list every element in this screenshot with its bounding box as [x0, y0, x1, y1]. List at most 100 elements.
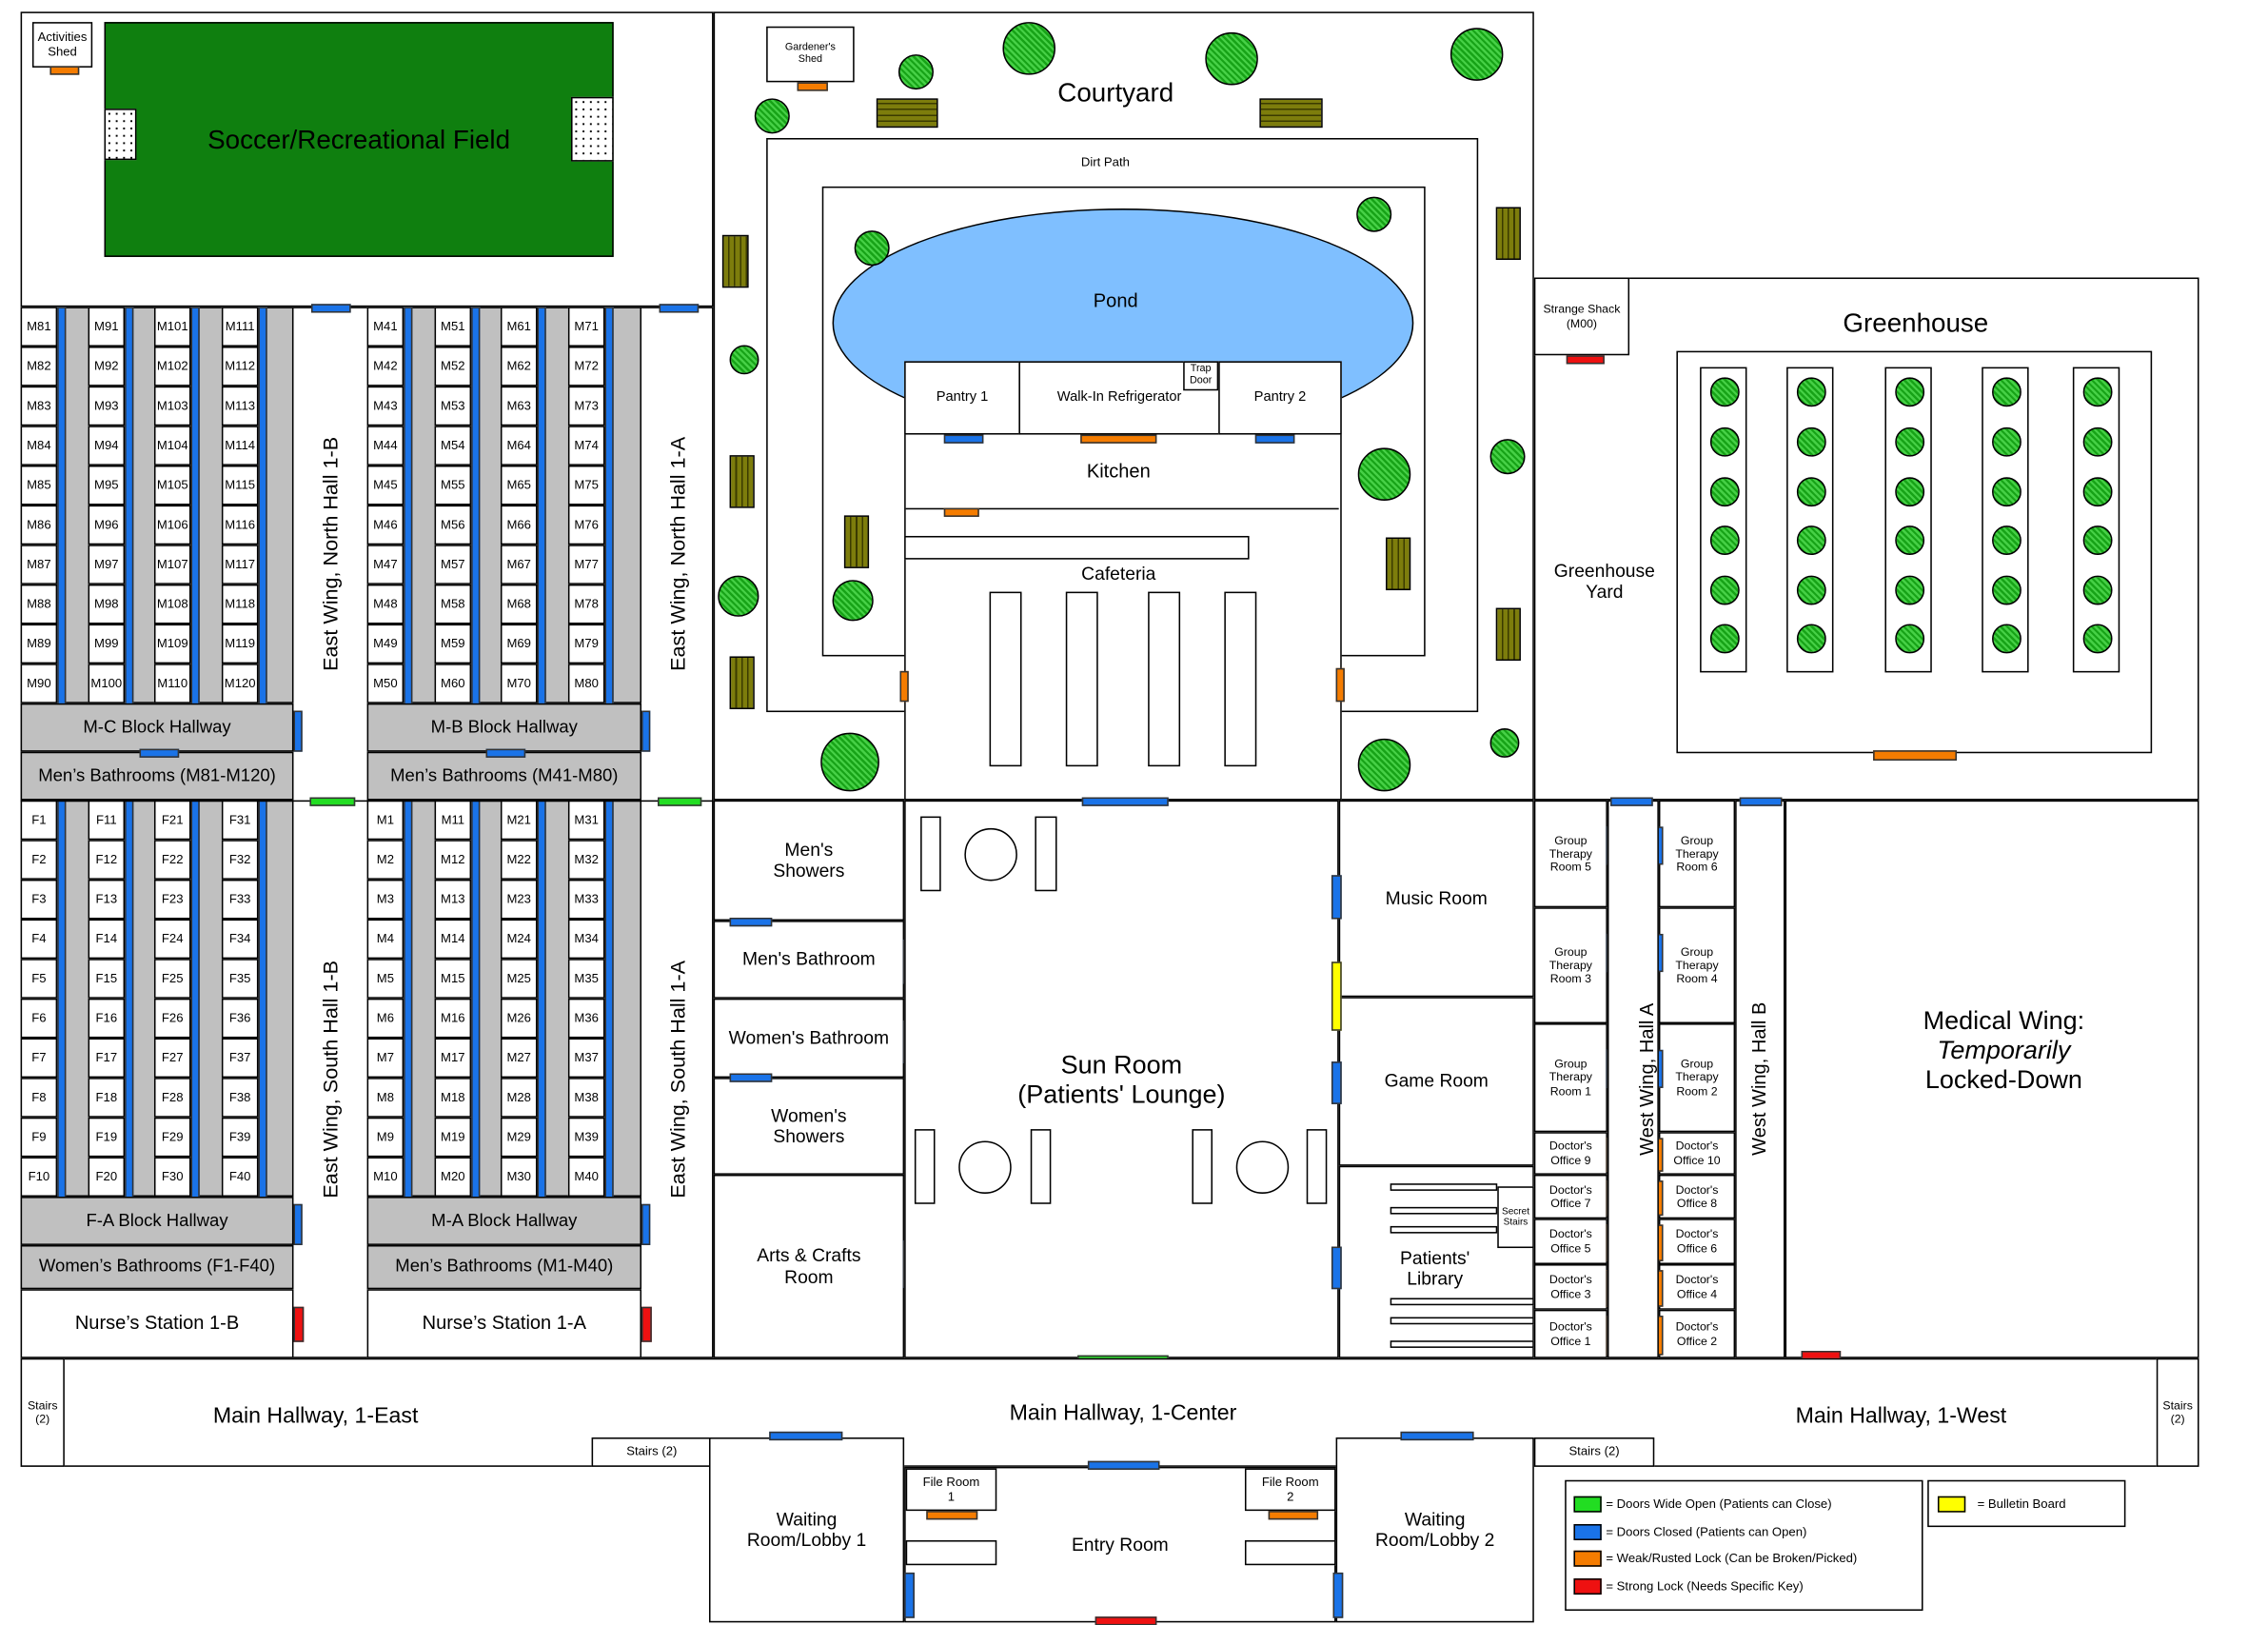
- hall-1a-mid-door[interactable]: [657, 797, 702, 806]
- file-room-1-door[interactable]: [926, 1511, 978, 1520]
- block-hallway: F-A Block Hallway: [20, 1197, 294, 1245]
- legend-label: = Doors Wide Open (Patients can Close): [1606, 1496, 1832, 1512]
- kitchen-divider: [905, 507, 1339, 510]
- womens-showers: Women's Showers: [713, 1078, 905, 1175]
- cafeteria-west-door[interactable]: [899, 670, 909, 703]
- bulletin-board[interactable]: [1331, 961, 1342, 1031]
- planter-row: [1786, 367, 1834, 673]
- mens-showers-door[interactable]: [729, 918, 773, 927]
- dorm-room: F32: [221, 840, 259, 880]
- dorm-room-doors[interactable]: [471, 307, 481, 706]
- dorm-room: M12: [434, 840, 472, 880]
- dorm-room: M6: [366, 998, 404, 1039]
- dorm-room: M77: [567, 545, 605, 585]
- dorm-room: F33: [221, 879, 259, 920]
- dorm-room-doors[interactable]: [404, 800, 413, 1200]
- dorm-room: F24: [153, 919, 191, 960]
- dorm-room: M5: [366, 959, 404, 999]
- gardeners-shed-door[interactable]: [797, 82, 828, 91]
- sun-room-north-door[interactable]: [1081, 797, 1169, 806]
- dorm-room-doors[interactable]: [537, 800, 546, 1200]
- block-hallway-door[interactable]: [293, 710, 303, 752]
- hall-1a-north-door[interactable]: [659, 304, 700, 313]
- dorm-room: M18: [434, 1078, 472, 1118]
- bathroom-door[interactable]: [485, 748, 526, 758]
- block-hallway: M-A Block Hallway: [366, 1197, 642, 1245]
- dorm-room: M39: [567, 1117, 605, 1158]
- bench-icon: [729, 656, 755, 709]
- entry-room-door[interactable]: [1087, 1460, 1160, 1470]
- cafeteria-east-door[interactable]: [1335, 667, 1345, 703]
- lounge-table: [964, 827, 1017, 882]
- dorm-room-doors[interactable]: [404, 307, 413, 706]
- music-room-door[interactable]: [1331, 875, 1342, 920]
- waiting-2-entry-door[interactable]: [1332, 1572, 1344, 1618]
- legend-swatch: [1573, 1495, 1602, 1512]
- block-hallway-door[interactable]: [293, 1203, 303, 1245]
- kitchen-door[interactable]: [943, 507, 979, 517]
- pantry-1-door[interactable]: [943, 434, 984, 444]
- activities-shed-door[interactable]: [49, 66, 80, 75]
- waiting-1-entry-door[interactable]: [904, 1572, 915, 1618]
- dorm-room: M106: [153, 505, 191, 545]
- dorm-room: F6: [20, 998, 58, 1039]
- planter-row: [2072, 367, 2120, 673]
- hall-north-1a: East Wing, North Hall 1-A: [665, 436, 690, 671]
- dorm-room-doors[interactable]: [258, 800, 267, 1200]
- hall-a-north-door[interactable]: [1610, 797, 1653, 806]
- nurses-station-door[interactable]: [293, 1306, 305, 1342]
- strange-shack-door[interactable]: [1566, 355, 1605, 365]
- walk-in-door[interactable]: [1080, 434, 1157, 444]
- legend-item: = Weak/Rusted Lock (Can be Broken/Picked…: [1573, 1548, 1918, 1569]
- stairs-east: Stairs (2): [20, 1357, 65, 1467]
- dorm-room: F21: [153, 800, 191, 841]
- dorm-room-doors[interactable]: [471, 800, 481, 1200]
- dorm-room-doors[interactable]: [537, 307, 546, 706]
- dorm-room-doors[interactable]: [125, 307, 134, 706]
- legend-swatch: [1573, 1577, 1602, 1595]
- library-door[interactable]: [1331, 1246, 1342, 1290]
- lounge-couch: [1030, 1129, 1052, 1204]
- dorm-room: M37: [567, 1038, 605, 1079]
- dorm-room-doors[interactable]: [190, 307, 200, 706]
- block-hallway-door[interactable]: [641, 1203, 651, 1245]
- hall-1b-mid-door[interactable]: [309, 797, 356, 806]
- dorm-room-doors[interactable]: [190, 800, 200, 1200]
- dorm-room-doors[interactable]: [125, 800, 134, 1200]
- pantry-2-door[interactable]: [1254, 434, 1295, 444]
- main-entrance-door[interactable]: [1095, 1616, 1157, 1625]
- file-room-1: File Room 1: [905, 1468, 997, 1512]
- block-hallway-door[interactable]: [641, 710, 651, 752]
- cafeteria-table: [989, 591, 1022, 767]
- dorm-room: M110: [153, 664, 191, 704]
- dorm-room: M21: [500, 800, 538, 841]
- dorm-room: M114: [221, 426, 259, 466]
- dorm-room-doors[interactable]: [604, 800, 614, 1200]
- womens-showers-door[interactable]: [729, 1073, 773, 1082]
- serving-counter: [904, 535, 1250, 560]
- hall-b-north-door[interactable]: [1739, 797, 1783, 806]
- dorm-room: M73: [567, 386, 605, 426]
- dorm-room: F14: [88, 919, 126, 960]
- greenhouse-door[interactable]: [1873, 750, 1958, 761]
- dorm-room-doors[interactable]: [258, 307, 267, 706]
- bathroom-door[interactable]: [139, 748, 180, 758]
- dorm-room: M67: [500, 545, 538, 585]
- tree-icon: [718, 575, 759, 617]
- dorm-room-doors[interactable]: [604, 307, 614, 706]
- dorm-room-doors[interactable]: [57, 307, 67, 706]
- game-room-door[interactable]: [1331, 1061, 1342, 1104]
- waiting-2-door[interactable]: [1400, 1431, 1474, 1441]
- greenhouse-yard-label: Greenhouse Yard: [1553, 560, 1655, 603]
- dorm-room: M29: [500, 1117, 538, 1158]
- file-room-2-door[interactable]: [1268, 1511, 1319, 1520]
- legend-item: = Doors Wide Open (Patients can Close): [1573, 1494, 1918, 1515]
- nurses-station-door[interactable]: [641, 1306, 652, 1342]
- waiting-1-door[interactable]: [769, 1431, 843, 1441]
- bench-icon: [729, 455, 755, 508]
- dorm-room-doors[interactable]: [57, 800, 67, 1200]
- dorm-room: M66: [500, 505, 538, 545]
- hall-1b-north-door[interactable]: [310, 304, 351, 313]
- dorm-room: M80: [567, 664, 605, 704]
- goal-right: [570, 96, 614, 162]
